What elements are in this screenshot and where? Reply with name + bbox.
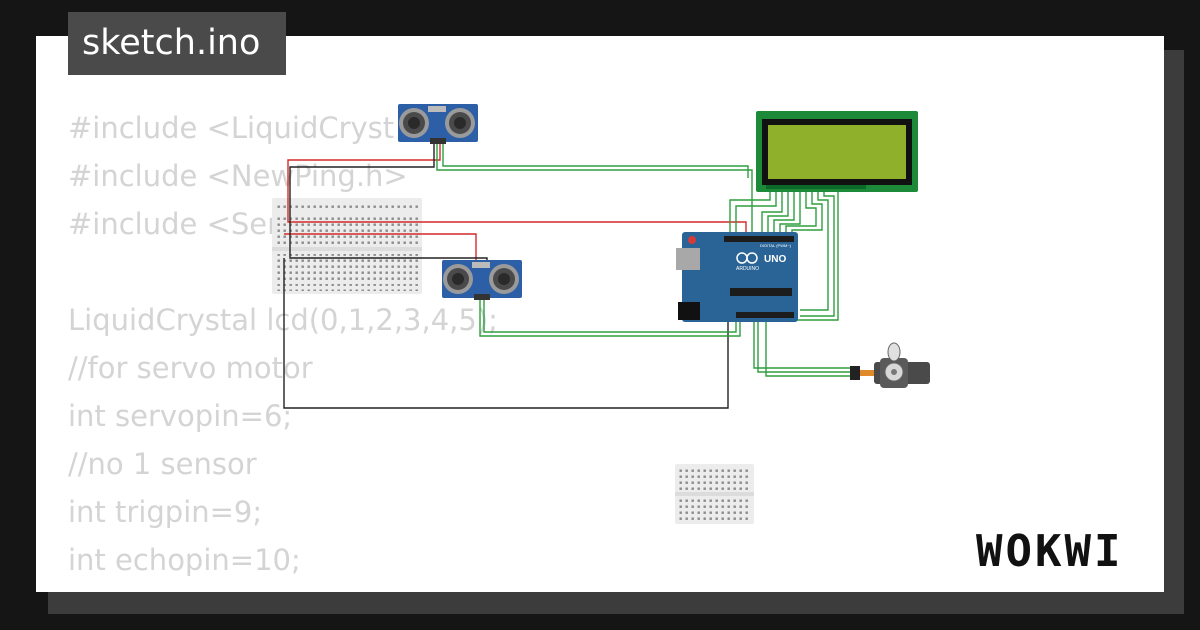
wire-green xyxy=(761,190,783,238)
servo-motor[interactable] xyxy=(850,342,930,388)
wire-green xyxy=(735,190,777,238)
wire-green-servo xyxy=(757,322,852,373)
reset-button[interactable] xyxy=(688,236,696,244)
usb-port xyxy=(676,248,700,270)
wire-green xyxy=(800,190,829,311)
code-line: #include <NewPing.h> xyxy=(68,159,408,193)
board-arduino-label: ARDUINO xyxy=(736,266,759,272)
code-line: //no 2 xyxy=(68,584,498,592)
wire-green-servo xyxy=(753,322,852,369)
lcd-display[interactable] xyxy=(756,111,918,192)
wire-green xyxy=(483,298,737,333)
breadboard-large[interactable] xyxy=(272,198,422,294)
wire-green-servo xyxy=(765,322,852,377)
arduino-uno-board[interactable]: UNO ARDUINO DIGITAL (PWM~) xyxy=(676,232,798,322)
wire-black-gnd2 xyxy=(283,258,729,409)
wire-green xyxy=(785,190,817,238)
sketch-title: sketch.ino xyxy=(68,12,286,75)
code-line: int echopin=10; xyxy=(68,543,301,577)
wire-green xyxy=(436,143,753,238)
wire-green xyxy=(773,190,795,238)
wire-red-power xyxy=(287,143,747,238)
code-line: int servopin=6; xyxy=(68,399,293,433)
board-digital-label: DIGITAL (PWM~) xyxy=(760,243,792,248)
wire-green xyxy=(729,190,771,238)
ultrasonic-sensor-2[interactable] xyxy=(442,260,522,300)
power-jack xyxy=(678,302,700,320)
wokwi-logo: WOKWI xyxy=(976,526,1124,577)
code-line: //for servo motor xyxy=(68,351,313,385)
wire-green xyxy=(479,298,741,337)
microcontroller-chip xyxy=(730,288,792,296)
wire-green xyxy=(779,190,801,238)
breadboard-mini[interactable] xyxy=(675,464,754,524)
code-line: #include <Ser xyxy=(68,207,280,241)
code-listing: #include <LiquidCryst #include <NewPing.h… xyxy=(68,104,498,592)
board-uno-label: UNO xyxy=(764,254,786,265)
preview-card: #include <LiquidCryst #include <NewPing.h… xyxy=(36,36,1164,592)
wire-green xyxy=(767,190,789,238)
code-line: #include <LiquidCryst xyxy=(68,111,395,145)
code-line: int trigpin=9; xyxy=(68,495,263,529)
wire-green xyxy=(442,143,749,178)
code-line: LiquidCrystal lcd(0,1,2,3,4,5); xyxy=(68,303,498,337)
ultrasonic-sensor-1[interactable] xyxy=(398,104,478,144)
code-line: //no 1 sensor xyxy=(68,447,257,481)
wire-green xyxy=(800,190,835,317)
wire-green xyxy=(791,190,823,238)
